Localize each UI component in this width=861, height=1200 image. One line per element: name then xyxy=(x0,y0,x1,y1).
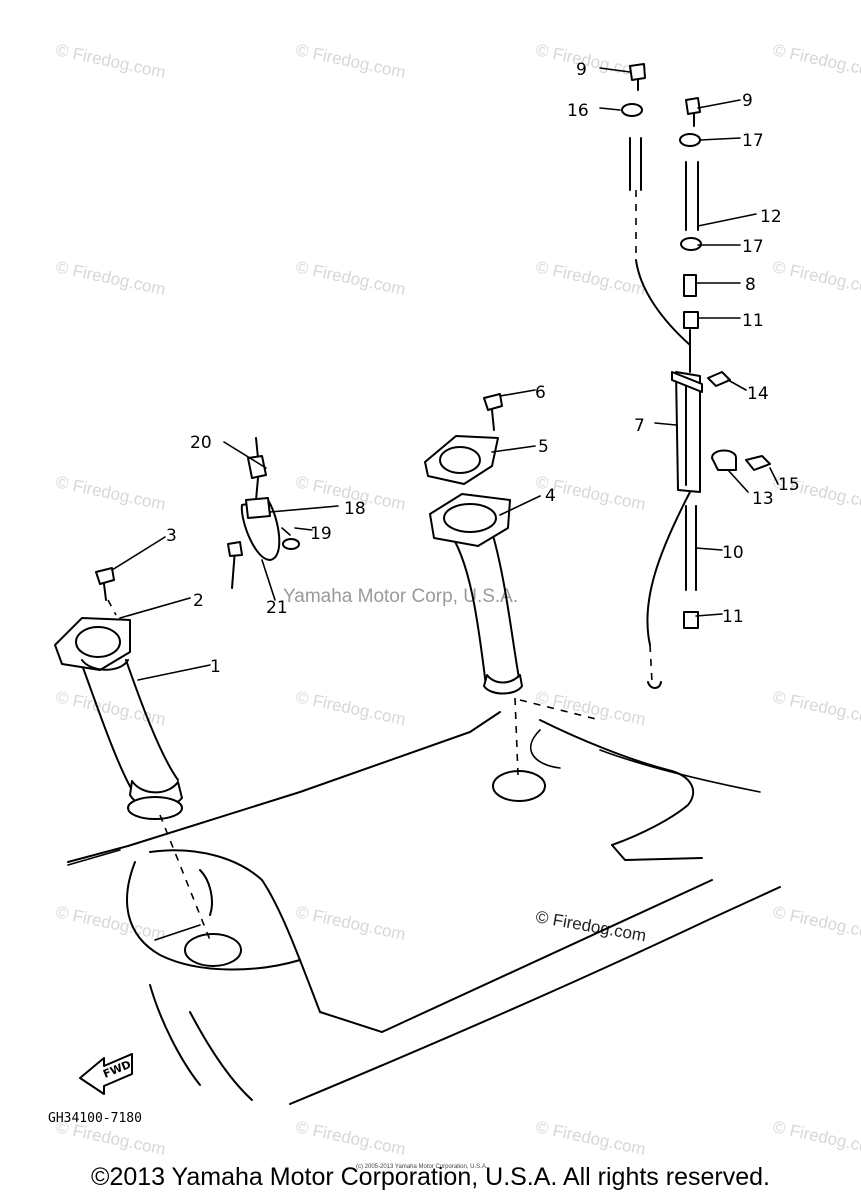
callout-11-bottom: 11 xyxy=(722,607,744,627)
callout-17-lower: 17 xyxy=(742,237,764,257)
watermark: © Firedog.com xyxy=(294,687,407,729)
clamp-assembly xyxy=(227,437,300,589)
vent-hose-4 xyxy=(429,493,523,776)
callout-6: 6 xyxy=(535,383,546,403)
callout-19: 19 xyxy=(310,524,332,544)
leader-lines xyxy=(111,67,779,681)
callout-13: 13 xyxy=(752,489,774,509)
hull-outline xyxy=(67,699,781,1105)
callout-2: 2 xyxy=(193,591,204,611)
callout-15: 15 xyxy=(778,475,800,495)
copyright-notice: ©2013 Yamaha Motor Corporation, U.S.A. A… xyxy=(91,1163,770,1191)
watermark: © Firedog.com xyxy=(771,40,861,82)
watermark: © Firedog.com xyxy=(54,40,167,82)
watermark: © Firedog.com xyxy=(294,40,407,82)
callout-18: 18 xyxy=(344,499,366,519)
callout-8: 8 xyxy=(745,275,756,295)
callout-11-top: 11 xyxy=(742,311,764,331)
watermark: © Firedog.com xyxy=(294,257,407,299)
watermark: © Firedog.com xyxy=(771,1117,861,1159)
callout-12: 12 xyxy=(760,207,782,227)
watermark: © Firedog.com xyxy=(54,257,167,299)
tiny-notice: (c) 2005-2013 Yamaha Motor Corporation, … xyxy=(356,1164,488,1170)
callout-4: 4 xyxy=(545,486,556,506)
callout-1: 1 xyxy=(210,657,221,677)
filler-neck-tube xyxy=(54,617,211,941)
diagram-code: GH34100-7180 xyxy=(48,1111,142,1126)
gasket-5 xyxy=(424,393,503,485)
watermark: © Firedog.com xyxy=(771,902,861,944)
callout-17-top: 17 xyxy=(742,131,764,151)
watermark: © Firedog.com xyxy=(771,687,861,729)
callout-14: 14 xyxy=(747,384,769,404)
callout-labels: 1 2 3 4 5 6 7 8 9 9 10 11 11 12 13 14 15… xyxy=(166,60,800,677)
watermark: © Firedog.com xyxy=(294,1117,407,1159)
callout-20: 20 xyxy=(190,433,212,453)
fwd-arrow-icon: FWD xyxy=(79,1053,133,1095)
callout-9-right: 9 xyxy=(742,91,753,111)
watermark: © Firedog.com xyxy=(534,257,647,299)
watermark: © Firedog.com xyxy=(771,257,861,299)
watermark-dark: © Firedog.com xyxy=(534,907,647,945)
bolt-3 xyxy=(95,567,117,616)
callout-5: 5 xyxy=(538,437,549,457)
watermark: © Firedog.com xyxy=(54,902,167,944)
callout-16: 16 xyxy=(567,101,589,121)
callout-7: 7 xyxy=(634,416,645,436)
callout-21: 21 xyxy=(266,598,288,618)
watermark: © Firedog.com xyxy=(294,902,407,944)
watermark: © Firedog.com xyxy=(54,472,167,514)
callout-3: 3 xyxy=(166,526,177,546)
watermark: © Firedog.com xyxy=(534,1117,647,1159)
watermark-center: Yamaha Motor Corp, U.S.A. xyxy=(283,586,518,607)
callout-9-top: 9 xyxy=(576,60,587,80)
watermark-grid: © Firedog.com © Firedog.com © Firedog.co… xyxy=(54,40,861,1159)
callout-10: 10 xyxy=(722,543,744,563)
hose-system xyxy=(621,63,771,689)
